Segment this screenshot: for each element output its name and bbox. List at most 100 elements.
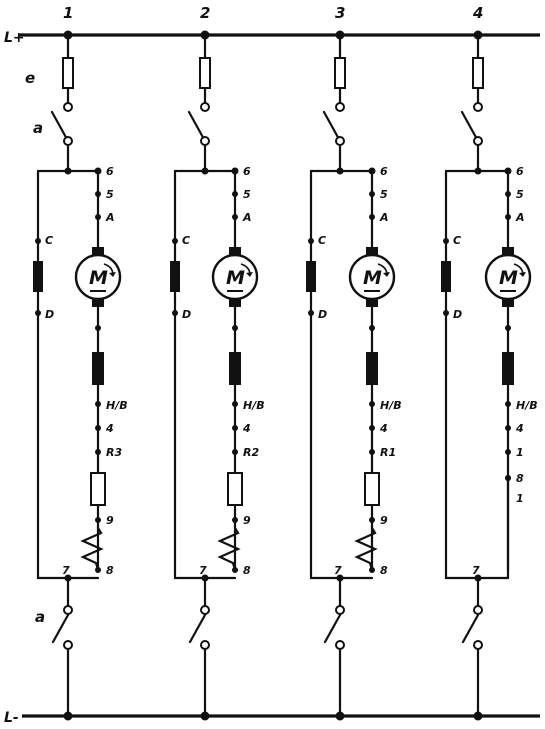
terminal-label-8: 8 [106, 564, 114, 577]
switch-terminal [63, 640, 73, 650]
terminal-label-6: 6 [380, 165, 388, 178]
terminal-dot [443, 238, 449, 244]
switch-terminal [335, 640, 345, 650]
terminal-dot [232, 214, 238, 220]
shunt-field-coil [170, 261, 180, 292]
circuit-number-label: 4 [472, 4, 483, 22]
motor-symbol-label: M [226, 267, 245, 289]
switch-blade [50, 110, 70, 143]
terminal-dot [369, 401, 375, 407]
terminal-label-4: 4 [105, 422, 114, 435]
terminal-dot [369, 325, 375, 331]
shunt-field-coil [33, 261, 43, 292]
brush [366, 299, 378, 307]
terminal-dot [232, 449, 238, 455]
terminal-dot [505, 214, 511, 220]
resistor [227, 472, 243, 506]
terminal-label-A: A [242, 211, 252, 224]
terminal-label-A: A [515, 211, 525, 224]
terminal-dot [35, 310, 41, 316]
terminal-dot [95, 449, 101, 455]
terminal-label-4: 4 [379, 422, 388, 435]
brush [229, 247, 241, 255]
terminal-label-5: 5 [516, 188, 524, 201]
terminal-dot [232, 191, 238, 197]
heater-element [354, 526, 378, 572]
terminal-label-6: 6 [516, 165, 524, 178]
terminal-label-A: A [379, 211, 389, 224]
terminal-label-7: 7 [334, 564, 342, 577]
terminal-label-D: D [45, 308, 54, 321]
shunt-field-coil [441, 261, 451, 292]
terminal-dot [95, 191, 101, 197]
switch-terminal [200, 640, 210, 650]
resistor [90, 472, 106, 506]
negative-bus-label: L- [4, 710, 19, 726]
terminal-dot [369, 567, 375, 573]
motor-symbol-label: M [89, 267, 108, 289]
terminal-label-HB: H/B [516, 399, 538, 412]
switch-blade [187, 110, 207, 143]
terminal-label-1: 8 [516, 472, 524, 485]
terminal-dot [232, 425, 238, 431]
switch-blade [188, 613, 207, 644]
terminal-label-R: 1 [516, 446, 524, 459]
shunt-field-coil [306, 261, 316, 292]
brush [502, 299, 514, 307]
terminal-dot [35, 238, 41, 244]
terminal-label-9: 9 [380, 514, 388, 527]
terminal-dot [95, 325, 101, 331]
terminal-dot [308, 238, 314, 244]
terminal-dot [172, 238, 178, 244]
terminal-dot [505, 425, 511, 431]
rotation-arrowhead-icon [519, 272, 526, 277]
terminal-dot [95, 214, 101, 220]
terminal-label-8: 8 [243, 564, 251, 577]
fuse [334, 57, 346, 89]
terminal-dot [443, 310, 449, 316]
terminal-dot [369, 425, 375, 431]
rotation-arrowhead-icon [109, 272, 116, 277]
switch-terminal [335, 605, 345, 615]
fuse-terminal [200, 102, 210, 112]
terminal-dot [172, 310, 178, 316]
series-field-coil [366, 352, 378, 385]
terminal-dot [232, 401, 238, 407]
terminal-dot [369, 517, 375, 523]
switch-blade [461, 613, 480, 644]
terminal-label-R: R2 [243, 446, 259, 459]
positive-bus-label: L+ [4, 30, 25, 46]
terminal-label-5: 5 [380, 188, 388, 201]
terminal-label-9: 9 [106, 514, 114, 527]
fuse [472, 57, 484, 89]
terminal-dot [369, 449, 375, 455]
switch-terminal [473, 640, 483, 650]
switch-blade [322, 110, 342, 143]
switch-blade [323, 613, 342, 644]
switch-terminal [63, 136, 73, 146]
switch-blade [460, 110, 480, 143]
circuit-number-label: 3 [335, 4, 345, 22]
fuse-label: e [25, 69, 35, 87]
terminal-label-7: 7 [62, 564, 70, 577]
brush [366, 247, 378, 255]
terminal-dot [369, 214, 375, 220]
switch-terminal [473, 136, 483, 146]
terminal-dot [505, 191, 511, 197]
terminal-dot [232, 325, 238, 331]
terminal-label-C: C [182, 234, 190, 247]
fuse-terminal [335, 102, 345, 112]
fuse [62, 57, 74, 89]
terminal-label-D: D [453, 308, 462, 321]
series-field-coil [92, 352, 104, 385]
terminal-label-8: 1 [516, 492, 524, 505]
terminal-label-A: A [105, 211, 115, 224]
circuits-layer: 1CD65AMH/B4R39872CD65AMH/B4R29873CD65AMH… [33, 4, 538, 721]
brush [92, 247, 104, 255]
fuse [199, 57, 211, 89]
terminal-dot [505, 475, 511, 481]
terminal-dot [95, 425, 101, 431]
